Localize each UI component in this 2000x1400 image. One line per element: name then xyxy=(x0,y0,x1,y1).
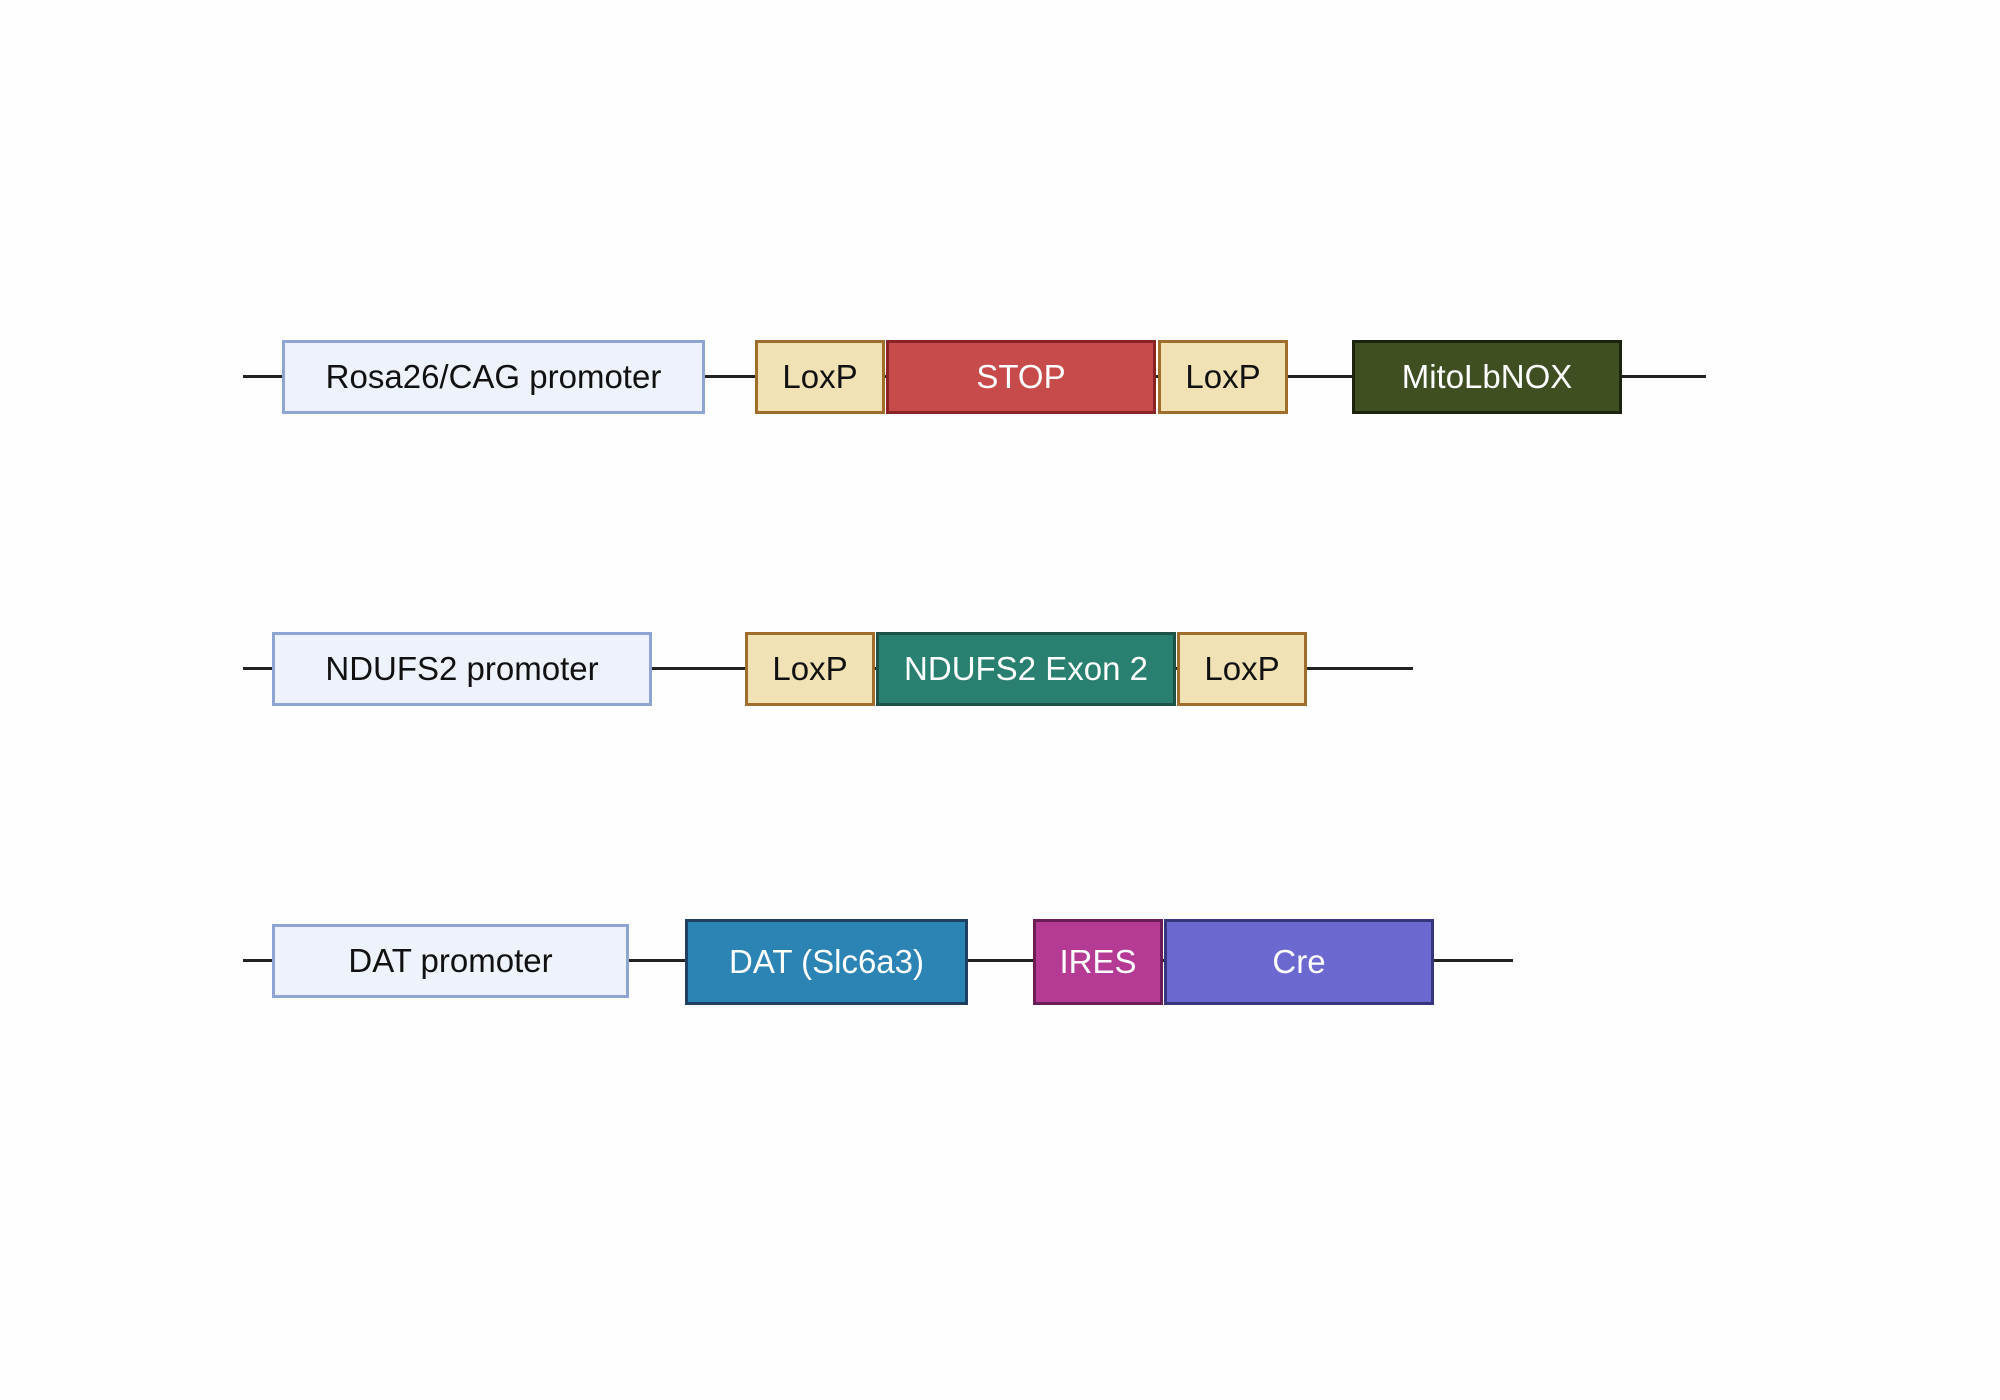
stop-cassette: STOP xyxy=(886,340,1156,414)
ndufs2-exon-2-label: NDUFS2 Exon 2 xyxy=(904,650,1148,687)
loxp-label: LoxP xyxy=(1185,358,1261,395)
cre-gene: Cre xyxy=(1164,919,1434,1005)
stop-label: STOP xyxy=(976,358,1066,395)
dat-slc6a3-label: DAT (Slc6a3) xyxy=(728,943,924,980)
loxp-site-2: LoxP xyxy=(1158,340,1288,414)
loxp-site-1: LoxP xyxy=(745,632,875,706)
mitolbnox-gene: MitoLbNOX xyxy=(1352,340,1622,414)
ires-label: IRES xyxy=(1059,943,1137,980)
rosa26-construct: Rosa26/CAG promoter LoxP STOP LoxP MitoL… xyxy=(0,340,2000,420)
cre-label: Cre xyxy=(1272,943,1326,980)
ndufs2-promoter: NDUFS2 promoter xyxy=(272,632,652,706)
loxp-label: LoxP xyxy=(782,358,858,395)
dat-promoter-label: DAT promoter xyxy=(348,942,553,979)
loxp-label: LoxP xyxy=(772,650,848,687)
rosa26-cag-promoter: Rosa26/CAG promoter xyxy=(282,340,705,414)
loxp-label: LoxP xyxy=(1204,650,1280,687)
dat-slc6a3-gene: DAT (Slc6a3) xyxy=(685,919,968,1005)
mitolbnox-label: MitoLbNOX xyxy=(1401,358,1573,395)
dat-promoter: DAT promoter xyxy=(272,924,629,998)
rosa26-cag-promoter-label: Rosa26/CAG promoter xyxy=(325,358,662,395)
dat-construct: DAT promoter DAT (Slc6a3) IRES Cre xyxy=(0,919,2000,1005)
ires-element: IRES xyxy=(1033,919,1163,1005)
ndufs2-exon-2: NDUFS2 Exon 2 xyxy=(876,632,1176,706)
ndufs2-construct: NDUFS2 promoter LoxP NDUFS2 Exon 2 LoxP xyxy=(0,632,2000,712)
loxp-site-1: LoxP xyxy=(755,340,885,414)
loxp-site-2: LoxP xyxy=(1177,632,1307,706)
ndufs2-promoter-label: NDUFS2 promoter xyxy=(325,650,599,687)
